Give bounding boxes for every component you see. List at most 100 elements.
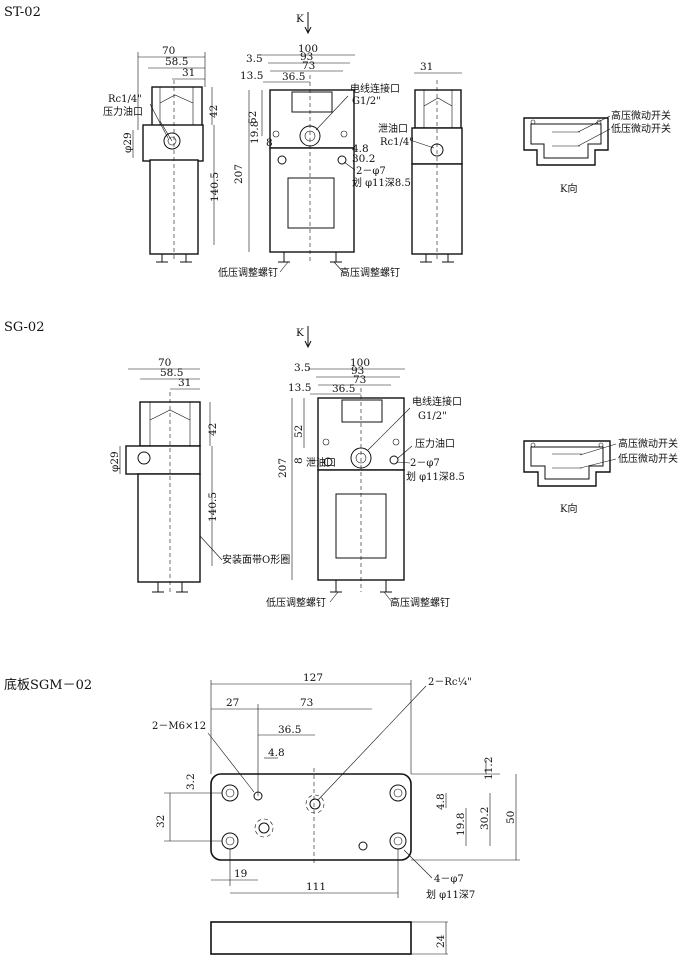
svg-text:70: 70 [162,45,175,57]
label-high-switch: 高压微动开关 [611,109,671,122]
svg-text:52: 52 [247,111,259,124]
label-low-screw: 低压调整螺钉 [218,266,278,279]
k-view-caption: K向 [560,182,577,195]
svg-text:93: 93 [351,365,364,377]
st02-front-dims: 100 93 73 3.5 13.5 36.5 52 19.8 8 207 电线… [218,43,411,279]
svg-text:4.8: 4.8 [435,793,447,810]
view-arrow-k-st02: K [296,12,312,35]
label-holes: 2－φ7 [410,458,440,469]
section-title-sg02: SG-02 [4,320,44,335]
svg-text:19.8: 19.8 [455,813,467,836]
svg-text:73: 73 [353,374,366,386]
label-high-screw: 高压调整螺钉 [340,266,400,279]
label-counterbore: 划 φ11深8.5 [406,470,465,483]
sg02-side-dims: 70 58.5 31 42 140.5 φ29 安装面带O形圈 [109,357,290,566]
svg-text:36.5: 36.5 [332,383,355,395]
svg-text:13.5: 13.5 [288,382,311,394]
svg-text:42: 42 [207,423,219,436]
svg-text:19.8: 19.8 [249,121,261,144]
label-low-switch: 低压微动开关 [618,452,678,465]
label-oring: 安装面带O形圈 [222,553,290,566]
svg-text:50: 50 [505,811,517,824]
svg-text:31: 31 [420,61,433,73]
label-wire-port: 电线连接口 [412,395,462,408]
svg-text:52: 52 [293,425,305,438]
svg-text:31: 31 [182,67,195,79]
label-pressure-port: 压力油口 [415,437,455,450]
svg-text:93: 93 [300,51,313,63]
label-low-switch: 低压微动开关 [611,122,671,135]
sg02-front-view [317,388,405,593]
label-rc14-side: Rc1/4" [380,137,414,148]
svg-text:24: 24 [435,934,447,948]
svg-text:3.5: 3.5 [294,362,311,374]
svg-text:3.2: 3.2 [185,773,197,790]
svg-text:4.8: 4.8 [352,143,369,155]
svg-text:42: 42 [208,105,220,118]
svg-text:140.5: 140.5 [207,492,219,522]
svg-text:36.5: 36.5 [282,71,305,83]
st02-front-view [269,75,355,263]
label-rc14: Rc1/4" [108,94,142,105]
view-arrow-k-sg02: K [296,326,312,349]
svg-text:K: K [296,13,304,25]
st02-k-view: 高压微动开关 低压微动开关 K向 [523,109,671,195]
svg-text:8: 8 [266,137,273,149]
label-m6: 2－M6×12 [152,721,206,732]
label-high-switch: 高压微动开关 [618,437,678,450]
label-g12: G1/2" [418,411,447,422]
svg-text:100: 100 [298,43,318,55]
st02-side-dims: 70 58.5 31 42 140.5 φ29 Rc1/4" 压力油口 [103,45,221,245]
svg-text:31: 31 [178,377,191,389]
svg-text:30.2: 30.2 [352,153,375,165]
svg-text:127: 127 [303,672,323,684]
sgm02-dims: 127 27 73 36.5 4.8 2－M6×12 3.2 32 19 111… [152,672,520,901]
svg-text:70: 70 [158,357,171,369]
svg-text:207: 207 [277,458,289,478]
svg-text:140.5: 140.5 [209,172,221,202]
svg-text:207: 207 [233,164,245,184]
sg02-front-dims: 100 93 73 3.5 13.5 36.5 52 8 207 电线连接口 G… [266,357,465,609]
svg-text:73: 73 [302,60,315,72]
svg-text:58.5: 58.5 [160,367,183,379]
svg-text:11.2: 11.2 [483,757,495,780]
sg02-side-view [125,392,201,594]
label-counterbore: 划 φ11深7 [426,888,475,901]
svg-text:φ29: φ29 [122,132,134,153]
sg02-k-view: 高压微动开关 低压微动开关 K向 [523,437,678,515]
svg-text:3.5: 3.5 [246,53,263,65]
svg-text:19: 19 [234,868,247,880]
svg-text:8: 8 [293,457,305,464]
svg-text:36.5: 36.5 [278,724,301,736]
label-counterbore: 划 φ11深8.5 [352,176,411,189]
label-holes: 2－φ7 [356,166,386,177]
sgm02-plan-view [210,768,412,866]
svg-text:73: 73 [300,697,313,709]
k-view-caption: K向 [560,502,577,515]
st02-side-view-right: 31 泄油口 Rc1/4" [378,61,463,263]
svg-text:100: 100 [350,357,370,369]
label-wire-port: 电线连接口 [350,82,400,95]
label-low-screw: 低压调整螺钉 [266,596,326,609]
svg-text:30.2: 30.2 [479,807,491,830]
section-title-st02: ST-02 [4,5,41,20]
label-drain-port: 泄油口 [378,122,408,135]
svg-text:32: 32 [155,815,167,828]
svg-text:27: 27 [226,697,239,709]
label-holes: 4－φ7 [434,874,464,885]
label-rc: 2－Rc¼" [428,677,472,688]
label-pressure-port: 压力油口 [103,105,143,118]
svg-text:φ29: φ29 [109,451,121,472]
sgm02-side-view: 24 [210,921,448,955]
svg-text:4.8: 4.8 [268,747,285,759]
svg-text:13.5: 13.5 [240,70,263,82]
svg-text:K: K [296,327,304,339]
svg-text:111: 111 [306,881,326,893]
st02-side-view-left [142,80,204,263]
label-g12: G1/2" [352,96,381,107]
label-drain-port: 泄油口 [306,456,336,469]
label-high-screw: 高压调整螺钉 [390,596,450,609]
svg-text:58.5: 58.5 [165,56,188,68]
section-title-sgm02: 底板SGM－02 [4,677,92,693]
